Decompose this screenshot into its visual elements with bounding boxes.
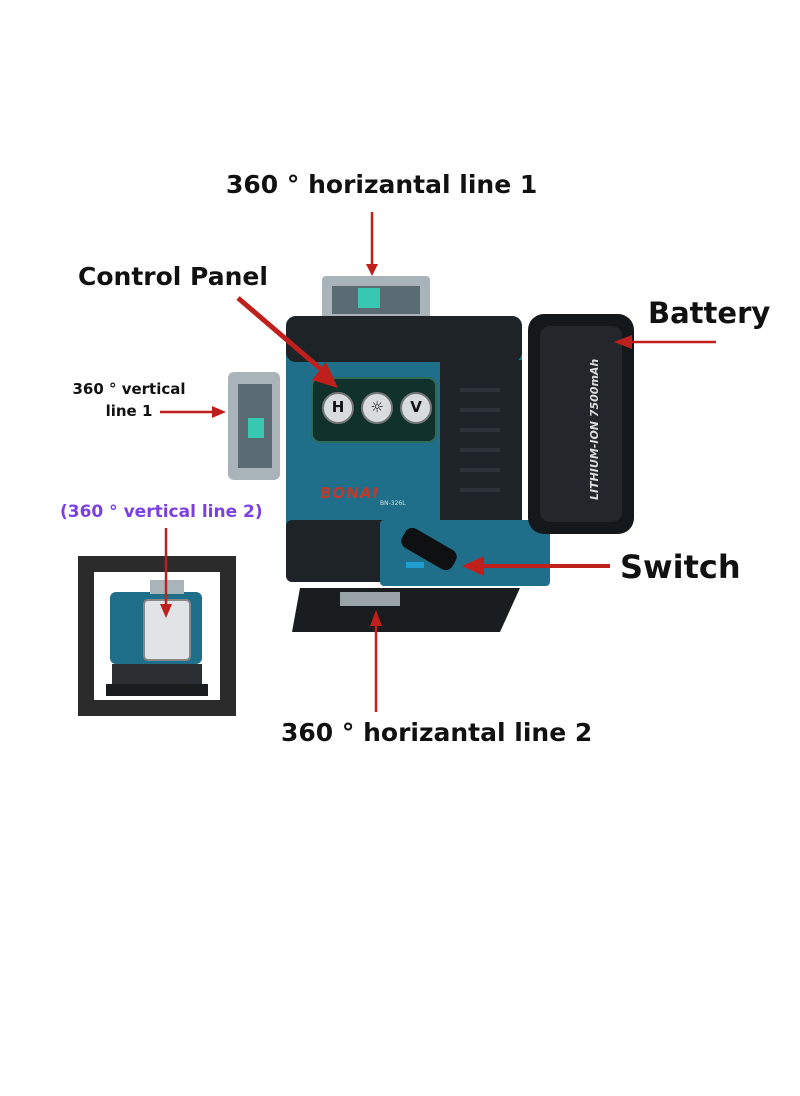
top-laser-module — [322, 276, 430, 320]
model-number: BN-326L — [380, 500, 406, 507]
battery-pack — [528, 314, 634, 534]
label-horizontal-line-2: 360 ° horizantal line 2 — [281, 718, 593, 747]
label-control-panel: Control Panel — [78, 262, 268, 291]
device-base — [292, 588, 520, 632]
brand-logo-text: BONAI — [318, 484, 381, 502]
label-battery: Battery — [648, 296, 771, 330]
button-light-label: ☼ — [370, 398, 384, 416]
battery-label: LITHIUM-ION 7500mAh — [588, 358, 601, 500]
left-laser-module — [228, 372, 280, 480]
label-horizontal-line-1: 360 ° horizantal line 1 — [226, 170, 538, 199]
vent-slots — [460, 388, 500, 492]
label-switch: Switch — [620, 548, 741, 586]
button-v-label: V — [410, 398, 422, 416]
label-vertical-line-1-a: 360 ° vertical — [72, 380, 186, 398]
label-vertical-line-2: (360 ° vertical line 2) — [60, 502, 263, 522]
switch-knob — [401, 527, 457, 571]
control-buttons — [322, 392, 432, 424]
button-h-label: H — [331, 398, 345, 416]
label-vertical-line-1: 360 ° vertical line 1 — [64, 378, 194, 422]
callout-arrows — [160, 212, 716, 712]
device-body — [286, 316, 550, 586]
inset-photo — [78, 556, 236, 716]
label-vertical-line-1-b: line 1 — [105, 402, 153, 420]
